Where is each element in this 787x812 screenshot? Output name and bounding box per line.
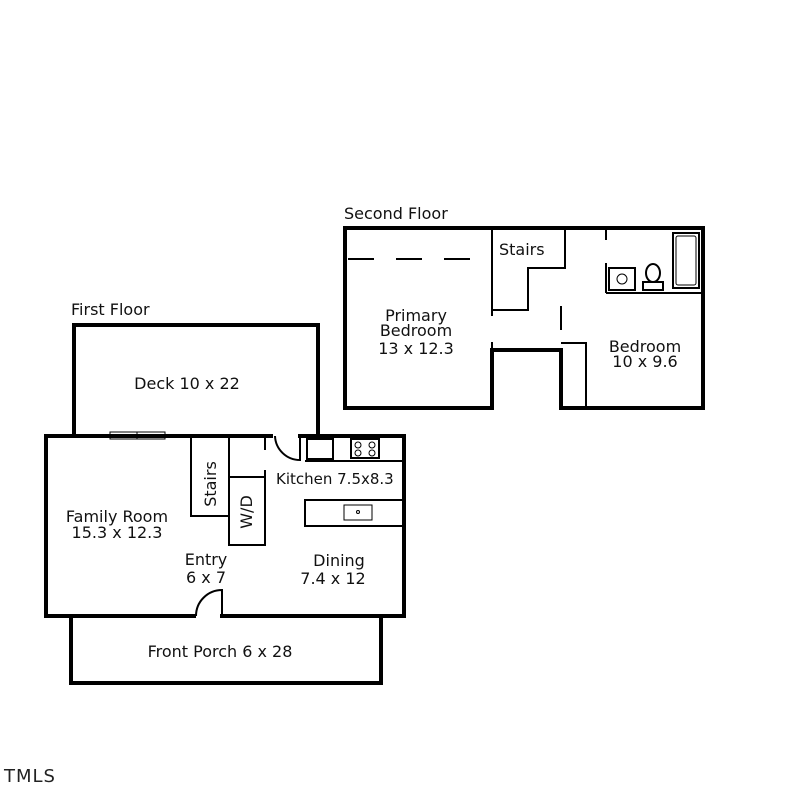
primary-bedroom-label-line2: Bedroom (380, 321, 452, 340)
second-floor-stairs-outline (492, 228, 566, 311)
first-floor-stairs-label: Stairs (201, 461, 220, 507)
bedroom-size: 10 x 9.6 (612, 352, 677, 371)
wd-label: W/D (237, 495, 256, 529)
rear-door-swing-icon (274, 435, 301, 462)
burner-icon (368, 441, 376, 449)
toilet-tank-icon (642, 281, 664, 291)
entry-size: 6 x 7 (186, 568, 226, 587)
bath-sink-bowl-icon (616, 273, 628, 285)
burner-icon (354, 441, 362, 449)
wd-closet-outline (228, 436, 266, 546)
deck-label: Deck 10 x 22 (134, 374, 240, 393)
front-porch-outline (69, 614, 383, 685)
entry-label: Entry (185, 550, 228, 569)
dining-size: 7.4 x 12 (300, 569, 365, 588)
burner-icon (354, 449, 362, 457)
primary-bedroom-size: 13 x 12.3 (378, 339, 454, 358)
dining-label: Dining (313, 551, 365, 570)
toilet-icon (645, 263, 661, 283)
family-room-size: 15.3 x 12.3 (72, 523, 163, 542)
kitchen-sink-drain-icon (356, 510, 360, 514)
bath-sink-icon (608, 267, 636, 291)
front-porch-label: Front Porch 6 x 28 (148, 642, 293, 661)
kitchen-sink-icon (343, 504, 373, 521)
fridge-icon (306, 438, 334, 460)
kitchen-island (304, 499, 405, 527)
kitchen-label: Kitchen 7.5x8.3 (276, 470, 394, 488)
bathtub-icon (672, 232, 700, 289)
bedroom-label: Bedroom (609, 337, 681, 356)
front-door-swing-icon (195, 588, 223, 617)
first-floor-title: First Floor (71, 300, 150, 319)
deck-outline (72, 323, 320, 438)
bedroom-closet-wall (561, 342, 587, 408)
tmls-watermark: TMLS (3, 766, 56, 787)
first-floor: First Floor Deck 10 (44, 300, 406, 685)
second-floor-walls (343, 226, 705, 410)
family-room-label: Family Room (66, 507, 168, 526)
stove-icon (350, 438, 380, 459)
second-floor-title: Second Floor (344, 204, 448, 223)
second-floor-stairs-label: Stairs (499, 240, 545, 259)
second-floor: Second Floor Stairs Primary Bedroom 13 x… (343, 204, 705, 410)
primary-bedroom-label-line1: Primary (385, 306, 447, 325)
burner-icon (368, 449, 376, 457)
bathtub-basin-icon (675, 235, 697, 286)
